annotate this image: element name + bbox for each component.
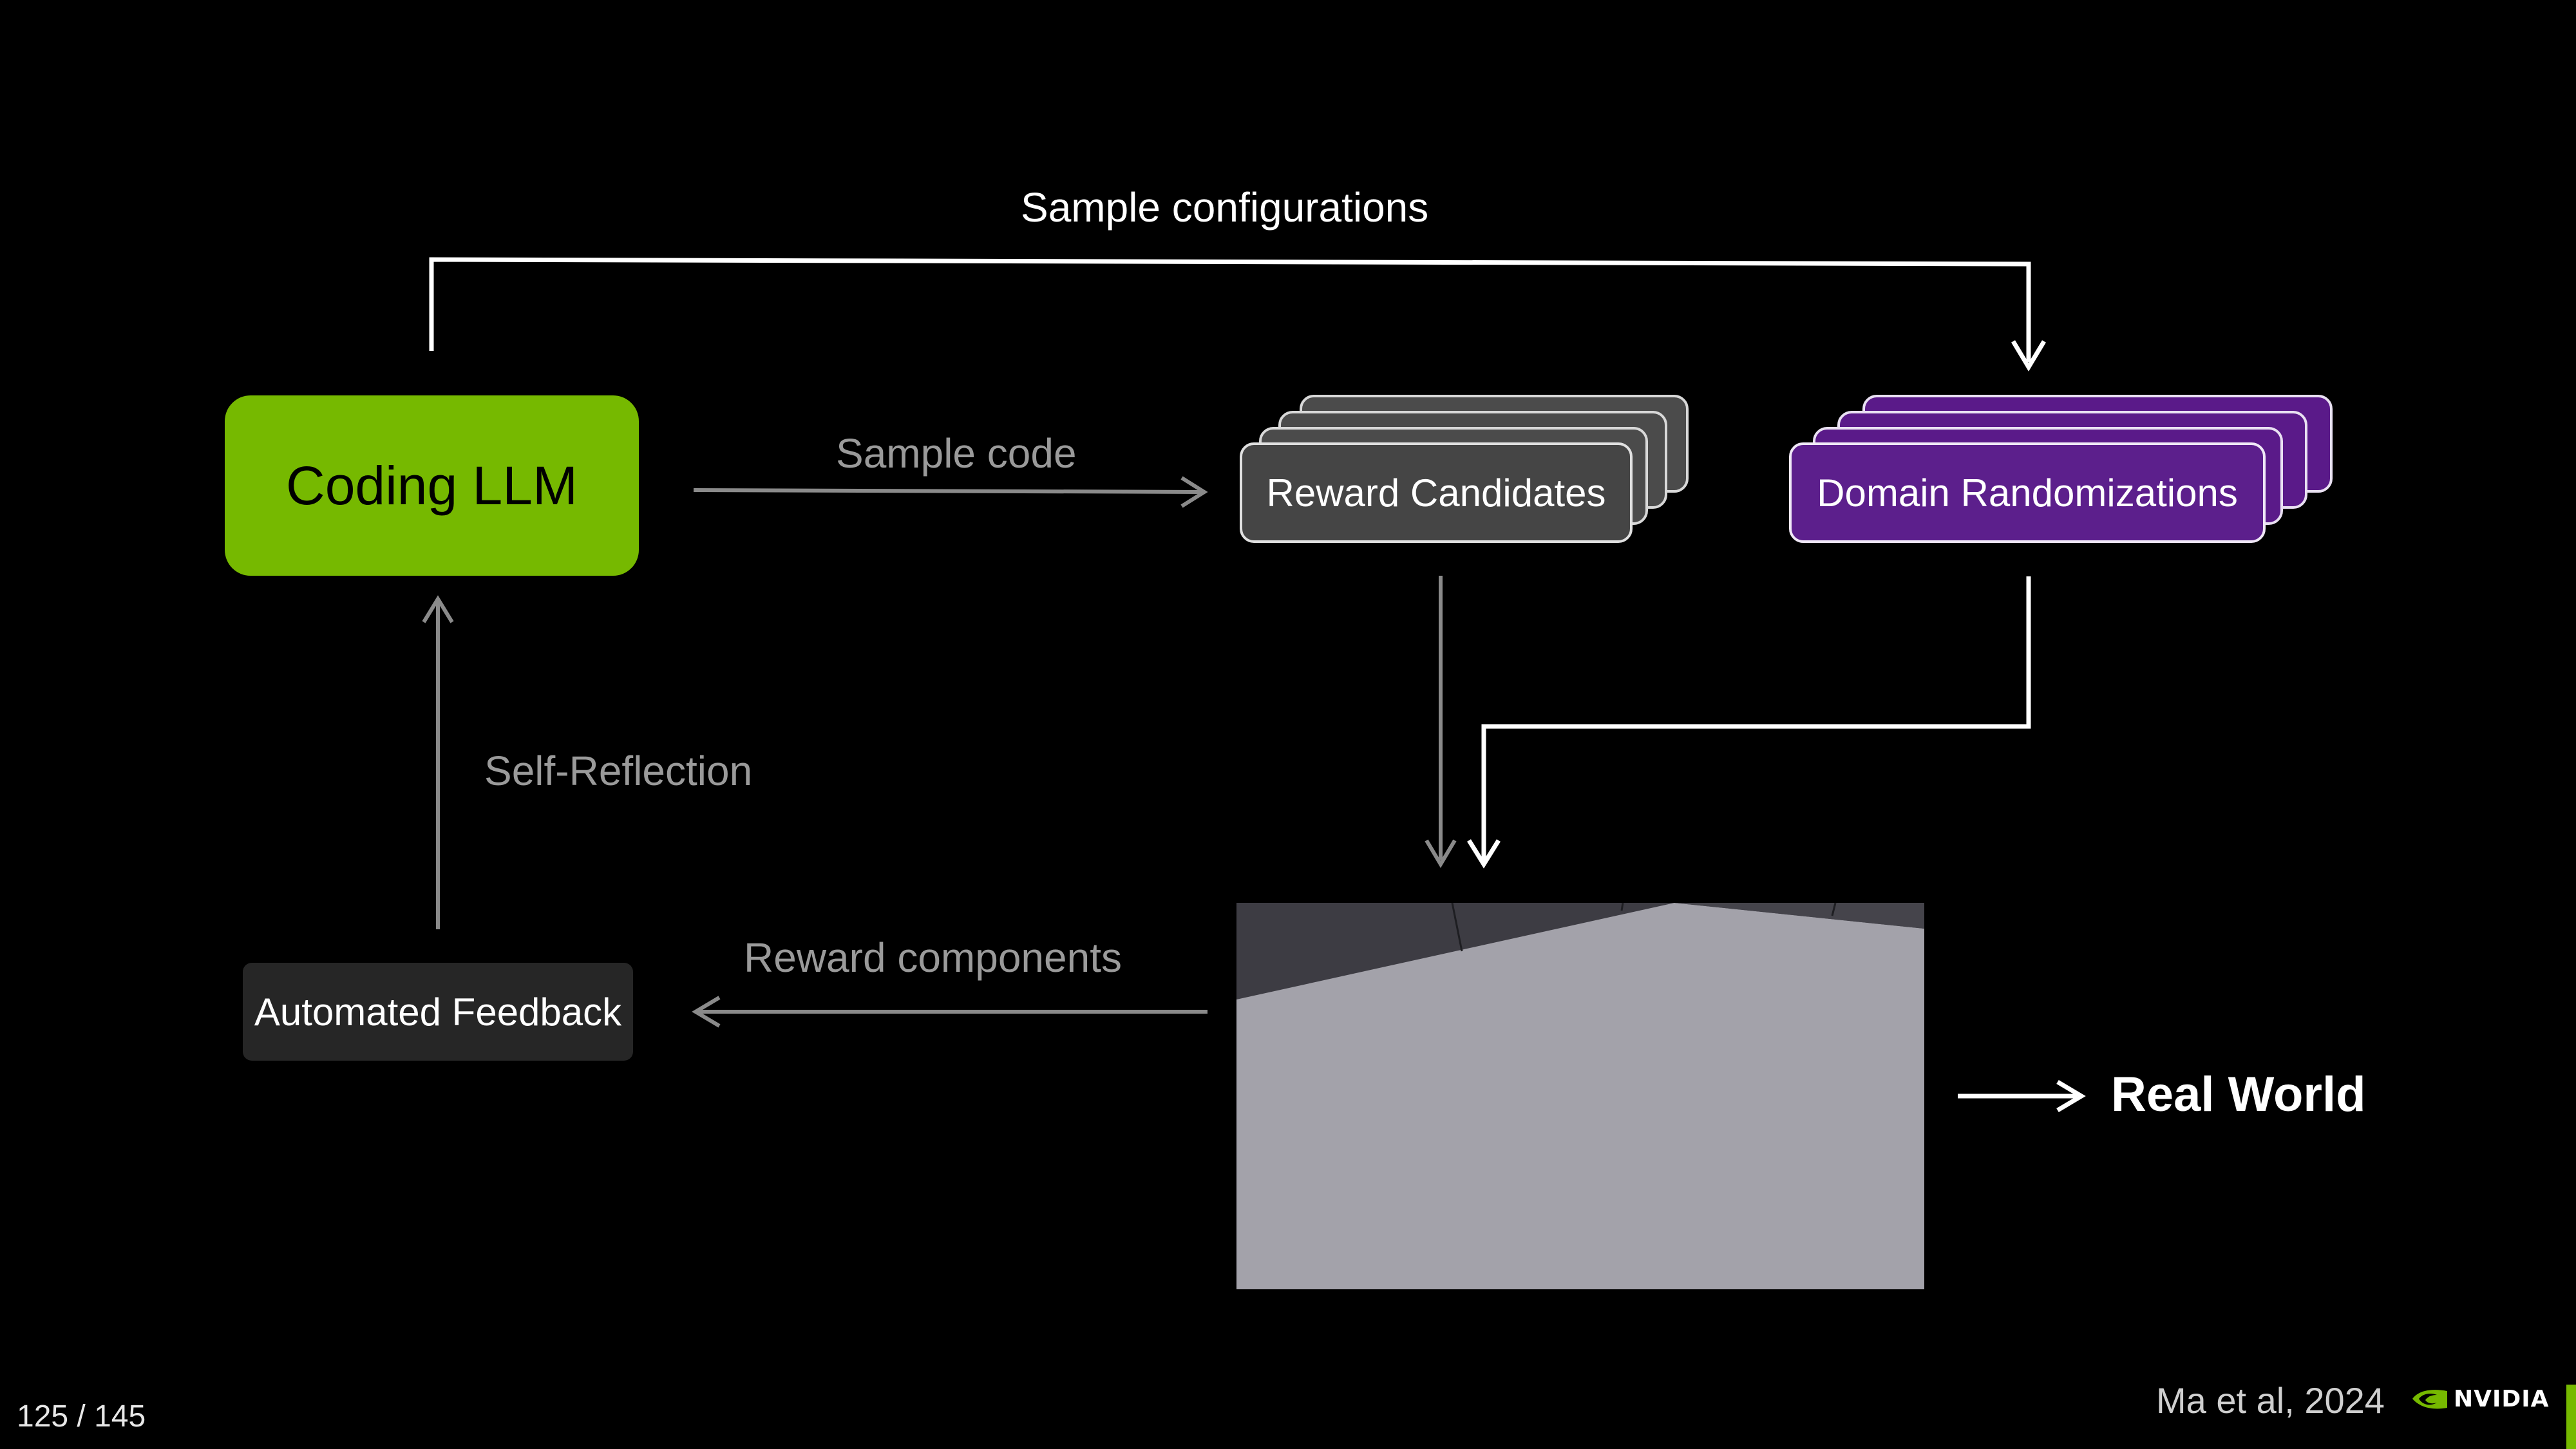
domain-randomizations-node: Domain Randomizations xyxy=(1789,442,2266,543)
sample-code-label: Sample code xyxy=(836,430,1077,477)
brand-accent-bar xyxy=(2566,1385,2576,1449)
sample-code-arrow xyxy=(693,488,1202,494)
coding-llm-label: Coding LLM xyxy=(286,455,578,516)
nvidia-logo: NVIDIA xyxy=(2411,1382,2550,1416)
automated-feedback-label: Automated Feedback xyxy=(254,990,622,1034)
reward-to-sim-arrowhead xyxy=(1425,839,1457,868)
sample-configurations-arrow xyxy=(429,257,2031,362)
nvidia-eye-icon xyxy=(2412,1390,2447,1409)
self-reflection-label: Self-Reflection xyxy=(484,748,753,794)
randomization-to-sim-arrowhead xyxy=(1467,839,1501,869)
page-counter: 125 / 145 xyxy=(17,1399,146,1434)
sample-configurations-label: Sample configurations xyxy=(1021,184,1429,231)
reward-components-arrowhead xyxy=(692,996,721,1028)
reward-candidates-node: Reward Candidates xyxy=(1240,442,1633,543)
sample-code-arrowhead xyxy=(1180,476,1208,508)
automated-feedback-node: Automated Feedback xyxy=(243,963,633,1061)
reward-candidates-label: Reward Candidates xyxy=(1266,471,1606,515)
simulation-scene xyxy=(1236,903,1924,1289)
real-world-arrowhead xyxy=(2056,1079,2086,1113)
domain-randomizations-label: Domain Randomizations xyxy=(1817,471,2238,515)
reward-components-label: Reward components xyxy=(744,934,1122,981)
randomization-to-sim-arrow xyxy=(1481,576,2031,860)
citation: Ma et al, 2024 xyxy=(2156,1380,2385,1421)
real-world-label: Real World xyxy=(2111,1067,2366,1122)
simulation-render-image xyxy=(1236,903,1924,1289)
self-reflection-arrowhead xyxy=(422,595,454,623)
coding-llm-node: Coding LLM xyxy=(225,395,639,576)
sample-configurations-arrowhead xyxy=(2011,340,2047,372)
simulation-wall xyxy=(1236,903,1924,999)
nvidia-wordmark: NVIDIA xyxy=(2454,1385,2550,1412)
